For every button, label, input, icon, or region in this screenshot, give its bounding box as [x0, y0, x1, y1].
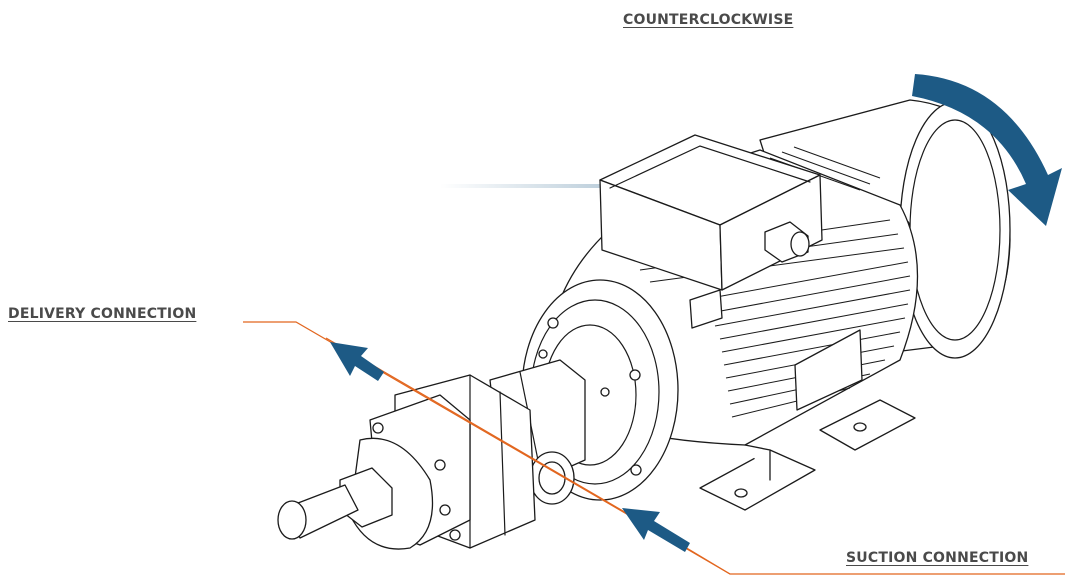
arrow-up-left-icon [330, 342, 384, 381]
delivery-leader-line [243, 321, 731, 575]
gear-pump [277, 359, 586, 550]
suction-connection-label: SUCTION CONNECTION [846, 550, 1029, 566]
rotation-direction-label: COUNTERCLOCKWISE [623, 12, 794, 28]
leader-lines [243, 321, 1065, 575]
electric-motor [521, 99, 1011, 511]
arrow-up-left-icon [622, 508, 690, 552]
motor-feet [699, 399, 916, 511]
terminal-box [599, 134, 823, 329]
delivery-connection-label: DELIVERY CONNECTION [8, 306, 197, 322]
curved-arrow-icon [912, 74, 1062, 226]
suction-leader-line [325, 337, 1065, 575]
